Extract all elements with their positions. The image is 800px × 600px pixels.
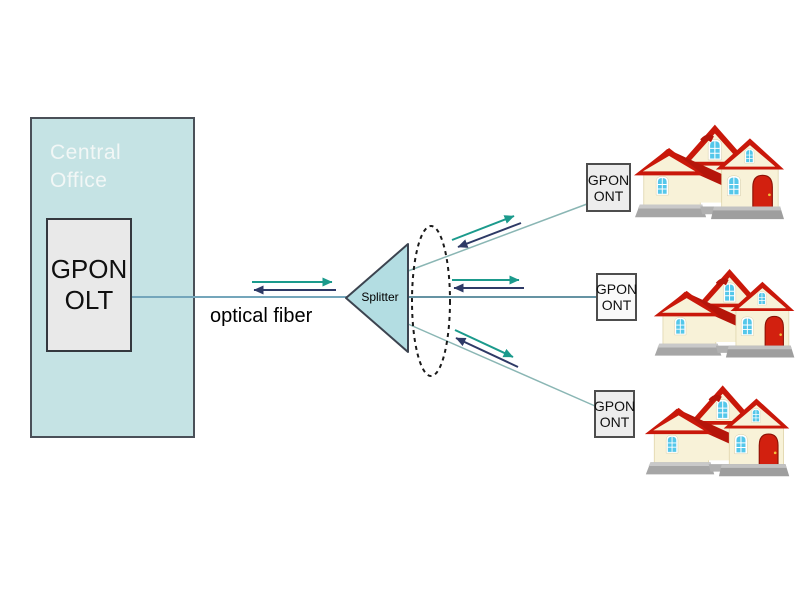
branch-line-top [407,203,588,272]
gpon-ont-box-1: GPON ONT [586,163,631,212]
house-icon-middle [654,269,795,358]
olt-label-line1: GPON [50,254,128,284]
splitter-triangle [345,243,409,353]
gpon-ont-box-3: GPON ONT [594,390,635,438]
downstream-arrow-bottom [454,329,514,358]
olt-label-line2: OLT [64,285,114,315]
branch-line-bottom [407,323,596,407]
gpon-ont-box-2: GPON ONT [596,273,637,321]
splitter-region-ellipse [411,225,451,377]
central-office-label: Central Office [50,141,122,192]
house-icon-top [634,125,784,219]
optical-fiber-label: optical fiber [210,305,313,327]
ont2-label-line2: ONT [601,297,632,313]
splitter-label: Splitter [361,290,399,304]
ont1-label-line2: ONT [593,187,624,204]
downstream-arrow-top [451,215,515,241]
ont1-label-line1: GPON [587,171,630,188]
upstream-arrow-top [457,222,522,248]
upstream-arrow-bottom [455,337,519,368]
house-icon-bottom [645,385,789,476]
ont3-label-line2: ONT [599,414,630,430]
ont2-label-line1: GPON [595,281,638,297]
ont3-label-line1: GPON [593,398,636,414]
gpon-olt-box: GPON OLT [46,218,132,352]
